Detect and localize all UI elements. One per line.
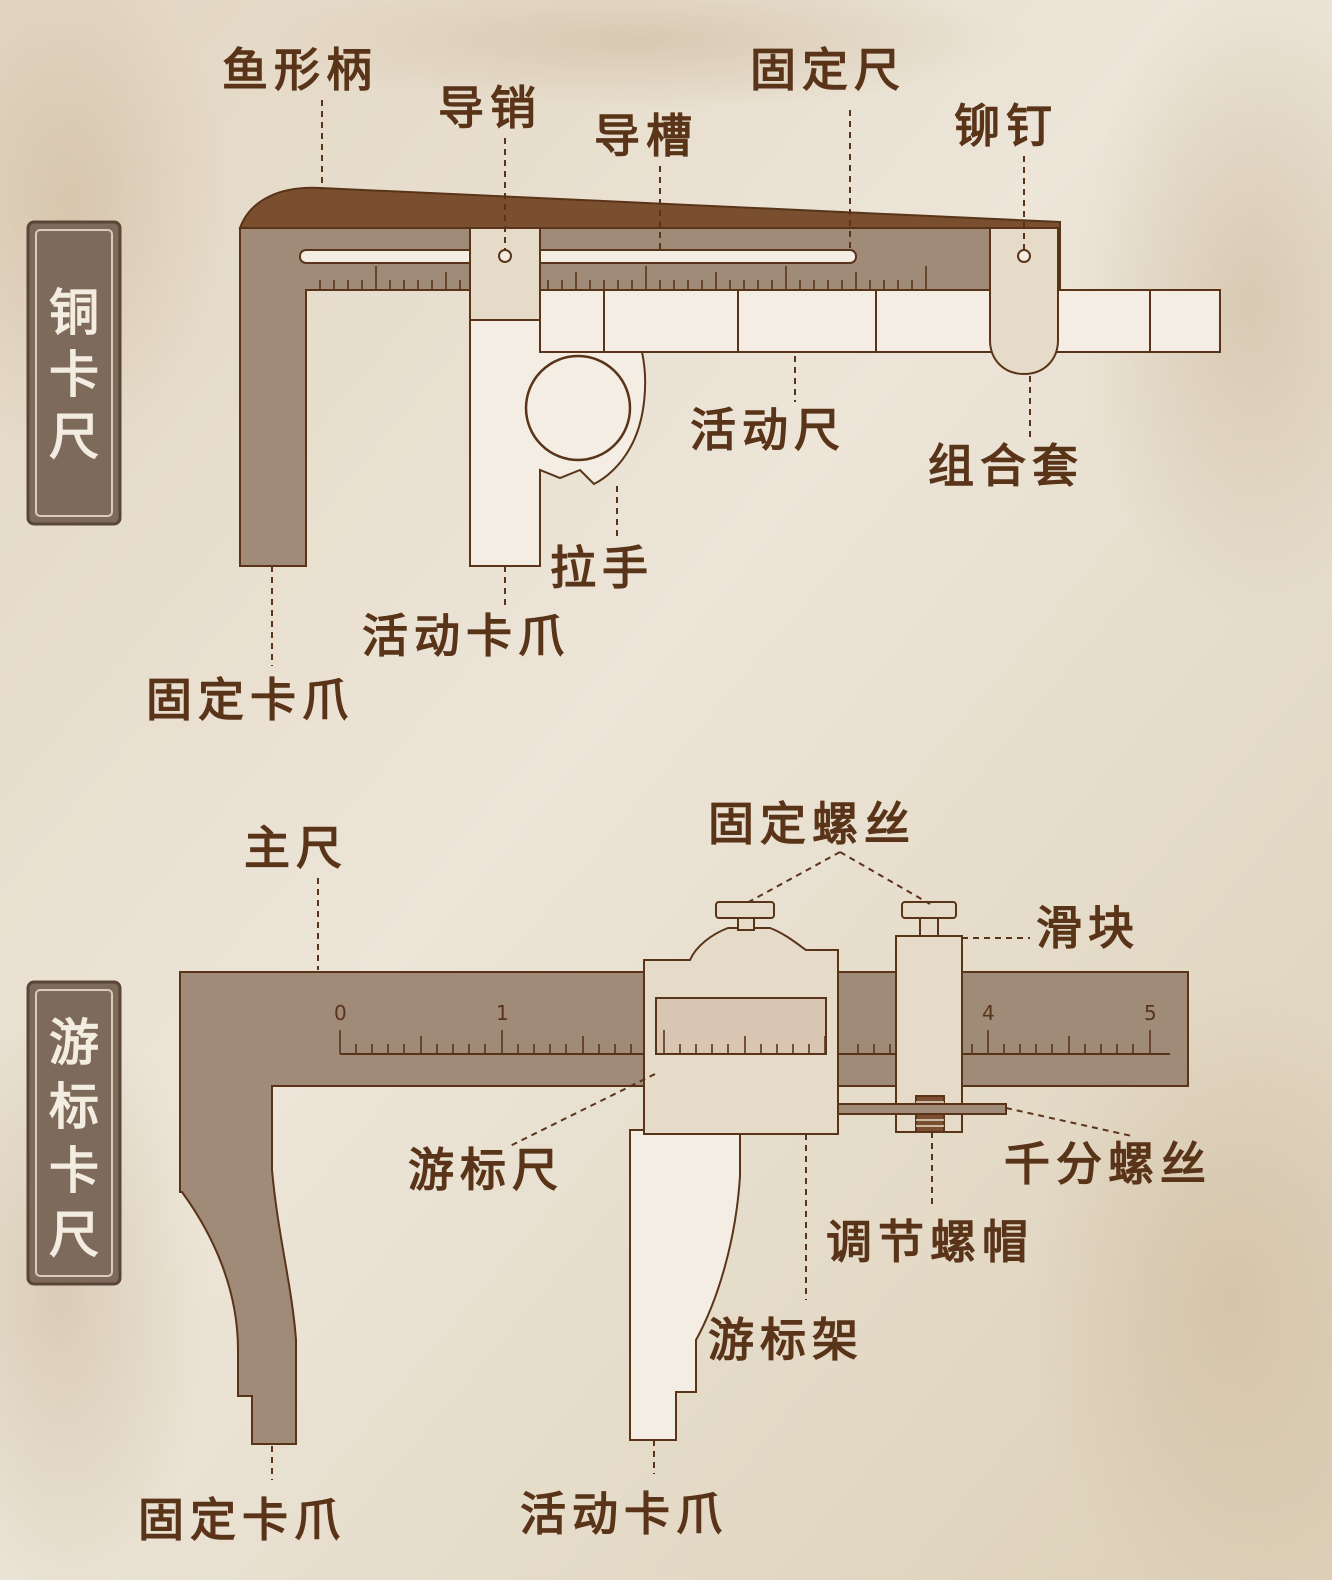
- copper-badge-char-1: 铜: [49, 283, 99, 342]
- label-fixed-ruler: 固定尺: [750, 43, 906, 97]
- label-rivet: 铆钉: [954, 99, 1058, 153]
- vernier-badge-char-4: 尺: [49, 1205, 99, 1264]
- label-sliding-ruler: 活动尺: [690, 403, 846, 457]
- copper-fixed-jaw: [239, 227, 1061, 567]
- label-fine-screw: 千分螺丝: [1004, 1137, 1212, 1191]
- vernier-badge-char-1: 游: [49, 1013, 99, 1072]
- vernier-badge-char-3: 卡: [49, 1141, 99, 1200]
- copper-guide-pin: [498, 249, 512, 263]
- scale-number-4: 4: [982, 1001, 995, 1025]
- label-main-scale: 主尺: [244, 821, 348, 875]
- label-guide-pin: 导销: [438, 81, 542, 135]
- label-copper-fixed-jaw: 固定卡爪: [146, 673, 354, 727]
- vernier-caliper: 游 标 卡 尺 0 1 2 4 5: [26, 797, 1212, 1547]
- label-vernier-fixed-jaw: 固定卡爪: [138, 1493, 346, 1547]
- label-slider: 滑块: [1036, 901, 1140, 955]
- scale-number-0: 0: [334, 1001, 347, 1025]
- label-vernier-frame: 游标架: [708, 1313, 864, 1367]
- label-lock-screws: 固定螺丝: [708, 797, 916, 851]
- vernier-caliper-badge: 游 标 卡 尺: [26, 980, 122, 1286]
- copper-combination-sleeve: [989, 227, 1059, 376]
- vernier-badge-char-2: 标: [49, 1077, 99, 1136]
- vernier-movable-jaw: [629, 1129, 741, 1441]
- copper-caliper-badge: 铜 卡 尺: [26, 220, 122, 526]
- lock-screw-1: [715, 901, 775, 919]
- vernier-scale-window: [655, 997, 827, 1055]
- label-pull-handle: 拉手: [550, 541, 654, 595]
- label-vernier-scale: 游标尺: [408, 1143, 564, 1197]
- copper-badge-char-2: 卡: [49, 345, 99, 404]
- label-fish-handle: 鱼形柄: [222, 43, 378, 97]
- copper-sliding-ruler: [539, 289, 1221, 353]
- label-vernier-movable-jaw: 活动卡爪: [520, 1487, 728, 1541]
- copper-guide-groove: [299, 249, 857, 264]
- copper-pull-handle-ring: [524, 354, 632, 462]
- label-combination-sleeve: 组合套: [928, 439, 1084, 493]
- copper-badge-char-3: 尺: [49, 407, 99, 466]
- copper-fish-handle: [238, 186, 1061, 229]
- copper-caliper: 铜 卡 尺: [26, 43, 1221, 727]
- label-guide-groove: 导槽: [594, 109, 698, 163]
- copper-rivet: [1017, 249, 1031, 263]
- fine-screw-rod: [837, 1103, 1007, 1115]
- label-copper-movable-jaw: 活动卡爪: [362, 609, 570, 663]
- scale-number-5: 5: [1144, 1001, 1157, 1025]
- label-adjust-nut: 调节螺帽: [826, 1215, 1034, 1269]
- scale-number-1: 1: [496, 1001, 509, 1025]
